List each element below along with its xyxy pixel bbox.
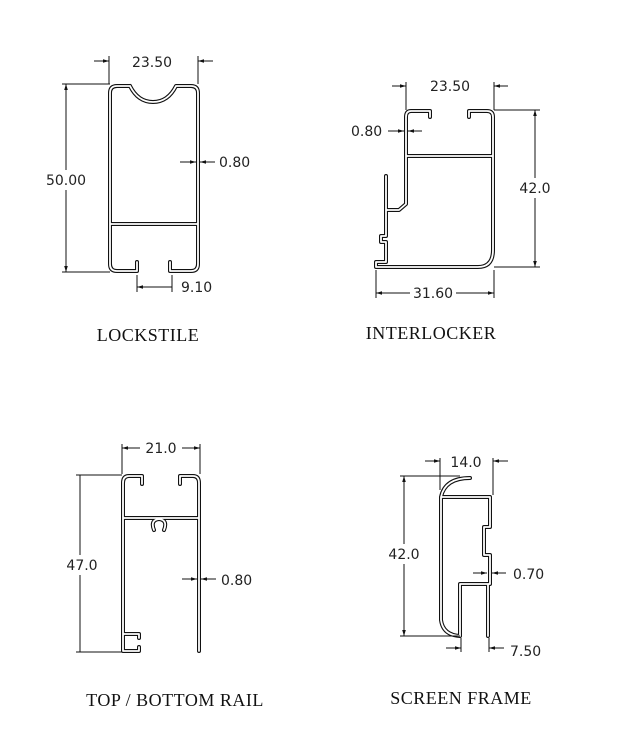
lockstile-drawing: 23.50 50.00 0.80 9.10 LOCKSTILE [40,55,250,345]
lockstile-width-label: 23.50 [132,55,172,71]
screen-frame-title: SCREEN FRAME [390,688,532,708]
interlocker-base-label: 31.60 [413,286,453,302]
lockstile-profile [108,84,200,273]
interlocker-width-label: 23.50 [430,79,470,95]
screen-frame-drawing: 14.0 42.0 0.70 7.50 SCREEN FRAME [386,455,544,708]
screen-frame-wall-label: 0.70 [513,567,544,583]
interlocker-title: INTERLOCKER [366,323,497,343]
top-bottom-rail-drawing: 21.0 47.0 0.80 TOP / BOTTOM RAIL [62,439,264,710]
rail-height-label: 47.0 [66,558,97,574]
screen-frame-profile [439,476,492,638]
rail-width-label: 21.0 [145,441,176,457]
interlocker-wall-label: 0.80 [351,124,382,140]
rail-title: TOP / BOTTOM RAIL [86,690,264,710]
screen-frame-width-label: 14.0 [450,455,481,471]
interlocker-drawing: 23.50 42.0 0.80 31.60 INTERLOCKER [351,79,553,343]
lockstile-height-label: 50.00 [46,173,86,189]
screen-frame-height-label: 42.0 [388,547,419,563]
rail-wall-label: 0.80 [221,573,252,589]
screen-frame-leg-label: 7.50 [510,644,541,660]
top-bottom-rail-profile [121,474,201,653]
interlocker-profile [374,109,495,269]
lockstile-slot-label: 9.10 [181,280,212,296]
lockstile-wall-label: 0.80 [219,155,250,171]
interlocker-height-label: 42.0 [519,181,550,197]
lockstile-title: LOCKSTILE [97,325,200,345]
